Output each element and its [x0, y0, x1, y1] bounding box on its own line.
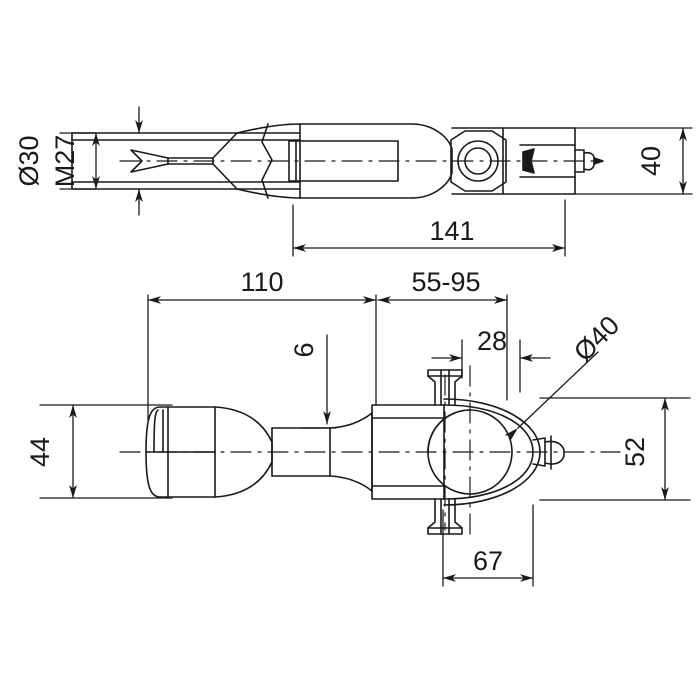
dim-label-d40: Ø40	[568, 310, 625, 367]
side-nipple-head	[544, 440, 565, 465]
dim-label-6: 6	[289, 342, 319, 357]
cone-flank-top	[212, 132, 238, 159]
dimension-labels: Ø30 M27 141 40 110 55-95 6 28 Ø40 44 52 …	[14, 135, 666, 576]
adjuster-rod	[288, 140, 399, 182]
dim-label-m27: M27	[50, 135, 80, 188]
bolt-top	[427, 369, 463, 406]
dim-label-141: 141	[429, 216, 474, 246]
dim-label-28: 28	[477, 326, 507, 356]
eye-bore-arc-helper	[427, 409, 471, 453]
top-view-geometry	[71, 123, 604, 199]
dim-label-40: 40	[636, 146, 666, 176]
leader-d40	[504, 351, 599, 442]
dim-label-44: 44	[25, 437, 55, 467]
fork-lower-transition	[236, 188, 301, 199]
cone-flank-bottom	[212, 163, 238, 190]
dim-label-67: 67	[473, 546, 503, 576]
dim-label-52: 52	[620, 437, 650, 467]
dim-label-110: 110	[240, 267, 283, 297]
internal-cone-detail	[130, 149, 169, 173]
side-view-dimensions	[39, 294, 691, 587]
dim-label-od30: Ø30	[14, 135, 44, 186]
top-view-dimensions	[59, 106, 693, 257]
break-line-zigzag	[261, 123, 273, 199]
fork-upper-transition	[236, 123, 301, 134]
bolt-bottom	[427, 498, 463, 535]
hex-nut-outline	[450, 130, 507, 192]
clamp-boss-outline	[411, 123, 453, 199]
side-view-centerlines	[119, 365, 621, 541]
tube-slot-line-b	[153, 409, 159, 453]
dim-label-55-95: 55-95	[411, 267, 480, 297]
nipple-tip	[593, 157, 604, 165]
